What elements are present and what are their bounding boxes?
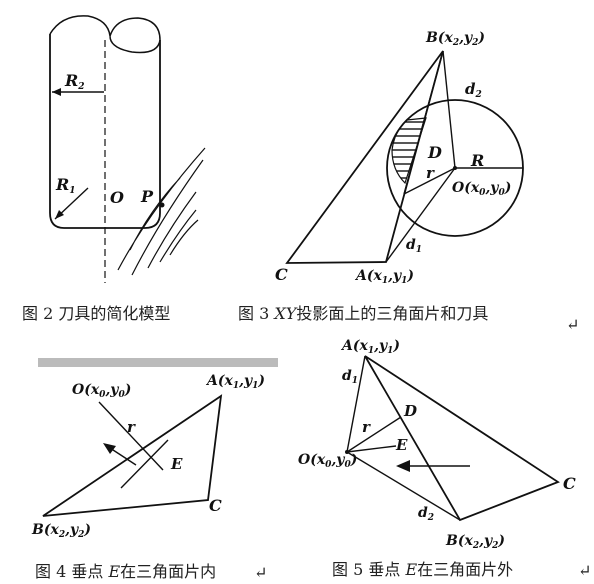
hatched-region [391,117,427,185]
label-o5: O(x [298,452,326,468]
label-o3: O(x [452,180,480,196]
figure-3-xy-projection: B(x2,y2) d2 D R r O(x0,y0) d1 C A(x1,y1) [275,30,524,286]
label-r5: r [362,418,371,436]
label-r-big: R [470,151,484,170]
return-mark-1: ↵ [566,315,579,334]
svg-text:d2: d2 [465,80,482,100]
label-r1: R [55,175,69,194]
svg-text:d1: d1 [342,368,358,386]
label-a5: A(x [340,338,368,354]
label-b5: B(x [445,533,473,549]
figure-4-foot-inside: O(x0,y0) A(x1,y1) r E C B(x2,y2) [31,373,265,540]
cutter-top-break [49,15,161,54]
label-p: P [140,187,154,206]
contact-point-p [159,202,165,208]
svg-text:B(x2,y2): B(x2,y2) [445,533,505,551]
label-r2: R [64,71,78,90]
svg-text:O(x0,y0): O(x0,y0) [452,180,511,198]
triangle-abc-5 [364,355,560,522]
label-d: D [427,143,442,162]
label-b4: B(x [31,522,59,538]
label-c5: C [563,474,576,493]
label-a4: A(x [205,373,233,389]
svg-text:d1: d1 [406,237,422,255]
direction-arrow-icon [103,443,116,454]
caption-figure-3: 图 3 XY投影面上的三角面片和刀具 [238,304,488,323]
svg-text:R2: R2 [64,71,85,92]
return-mark-2: ↵ [578,561,591,580]
label-b3: B(x [425,30,453,46]
figure-5-foot-outside: A(x1,y1) d1 D r E O(x0,y0) C d2 B(x2,y2) [298,338,576,551]
svg-text:R1: R1 [55,175,76,196]
svg-text:O(x0,y0): O(x0,y0) [298,452,357,470]
triangle-abc-4 [42,394,223,517]
svg-text:B(x2,y2): B(x2,y2) [425,30,485,48]
svg-text:d2: d2 [418,505,434,523]
label-d2-5: d [418,505,428,521]
caption-figure-4: 图 4 垂点 E在三角面片内 [35,562,216,581]
svg-text:B(x2,y2): B(x2,y2) [31,522,91,540]
blurred-text-line [38,358,278,367]
label-d1: d [406,237,416,253]
label-r2-sub: 2 [77,82,84,92]
label-r4: r [127,418,136,436]
label-c4: C [209,496,222,515]
label-d1-5: d [342,368,352,384]
svg-text:A(x1,y1): A(x1,y1) [205,373,265,391]
label-r1-sub: 1 [69,186,75,196]
direction-arrow-5-icon [396,460,410,472]
caption-figure-2: 图 2 刀具的简化模型 [22,304,170,323]
figure-2-cutter-model: R2 R1 O P [49,15,206,283]
r2-arrow-icon [52,88,61,96]
return-mark-3: ↵ [254,563,267,582]
label-d5: D [403,402,417,420]
svg-text:A(x1,y1): A(x1,y1) [354,268,414,286]
caption-figure-5: 图 5 垂点 E在三角面片外 [332,560,513,579]
svg-text:O(x0,y0): O(x0,y0) [72,382,131,400]
label-a3: A(x [354,268,382,284]
label-o4: O(x [72,382,100,398]
r1-arrow-icon [55,210,64,219]
surface-strokes [117,147,206,276]
label-c3: C [275,265,288,284]
label-d2: d [465,80,476,98]
triangle-abc [285,50,444,264]
label-r-small: r [426,164,435,182]
label-o: O [110,188,124,207]
label-e5: E [395,436,408,454]
label-e4: E [170,455,183,473]
svg-text:A(x1,y1): A(x1,y1) [340,338,400,356]
